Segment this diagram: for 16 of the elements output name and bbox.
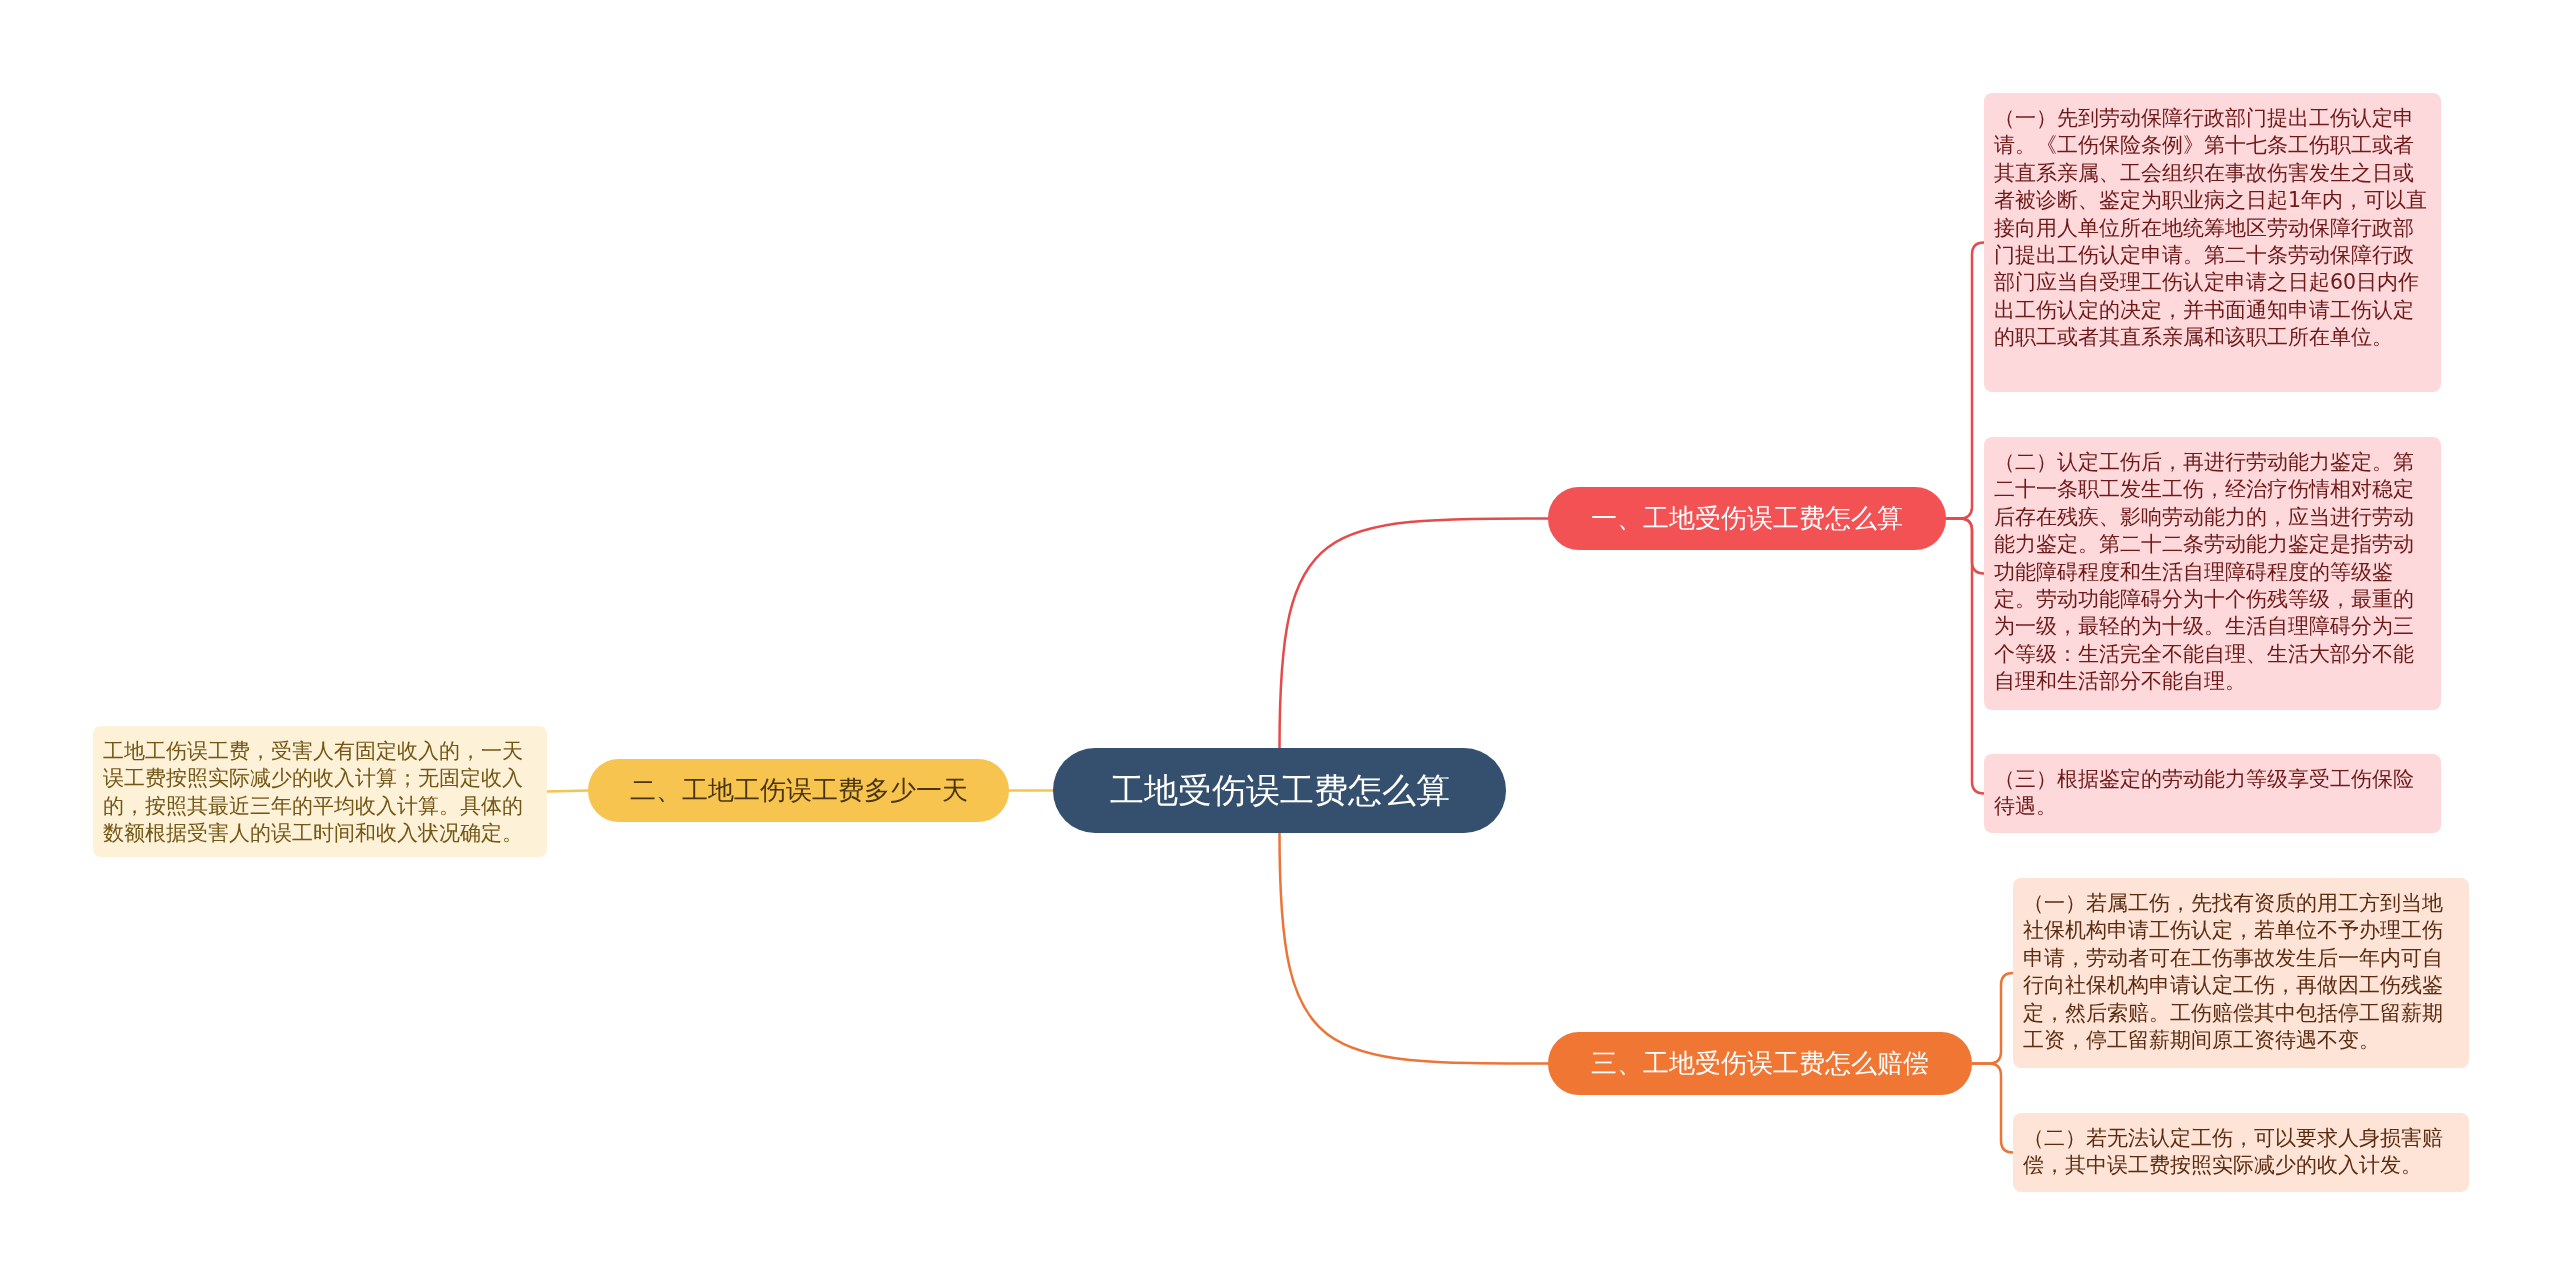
central-topic: 工地受伤误工费怎么算 bbox=[1053, 748, 1506, 833]
connector-line bbox=[1972, 1062, 2014, 1154]
branch-topic: 三、工地受伤误工费怎么赔偿 bbox=[1548, 1032, 1972, 1095]
connector-line bbox=[546, 789, 589, 793]
connector-line bbox=[1278, 517, 1548, 749]
connector-line bbox=[1009, 789, 1053, 792]
connector-line bbox=[1278, 832, 1548, 1065]
branch-topic: 二、工地工伤误工费多少一天 bbox=[588, 759, 1009, 822]
detail-note: 工地工伤误工费，受害人有固定收入的，一天误工费按照实际减少的收入计算；无固定收入的，按照其最近三年的平均收入计算。具体的数额根据受害人的误工时间和收入状况确定。 bbox=[93, 726, 547, 857]
branch-topic: 一、工地受伤误工费怎么算 bbox=[1548, 487, 1946, 550]
detail-note: （一）先到劳动保障行政部门提出工伤认定申请。《工伤保险条例》第十七条工伤职工或者其直系亲属、工会组织在事故伤害发生之日或者被诊断、鉴定为职业病之日起1年内，可以直接向用人单位所在地统筹地区劳动保障行政部门提出工伤认定申请。第二十条劳动保障行政部门应当自受理工伤认定申请之日起60日内作出工伤认定的决定，并书面通知申请工伤认定的职工或者其直系亲属和该职工所在单位。 bbox=[1984, 93, 2441, 392]
detail-note: （二）认定工伤后，再进行劳动能力鉴定。第二十一条职工发生工伤，经治疗伤情相对稳定后存在残疾、影响劳动能力的，应当进行劳动能力鉴定。第二十二条劳动能力鉴定是指劳动功能障碍程度和生活自理障碍程度的等级鉴定。劳动功能障碍分为十个伤残等级，最重的为一级，最轻的为十级。生活自理障碍分为三个等级：生活完全不能自理、生活大部分不能自理和生活部分不能自理。 bbox=[1984, 437, 2441, 710]
detail-note: （三）根据鉴定的劳动能力等级享受工伤保险待遇。 bbox=[1984, 754, 2441, 833]
detail-note: （二）若无法认定工伤，可以要求人身损害赔偿，其中误工费按照实际减少的收入计发。 bbox=[2013, 1113, 2469, 1192]
connector-line bbox=[1946, 517, 1985, 795]
detail-note: （一）若属工伤，先找有资质的用工方到当地社保机构申请工伤认定，若单位不予办理工伤申请，劳动者可在工伤事故发生后一年内可自行向社保机构申请认定工伤，再做因工伤残鉴定，然后索赔。工伤赔偿其中包括停工留薪期工资，停工留薪期间原工资待遇不变。 bbox=[2013, 878, 2469, 1068]
